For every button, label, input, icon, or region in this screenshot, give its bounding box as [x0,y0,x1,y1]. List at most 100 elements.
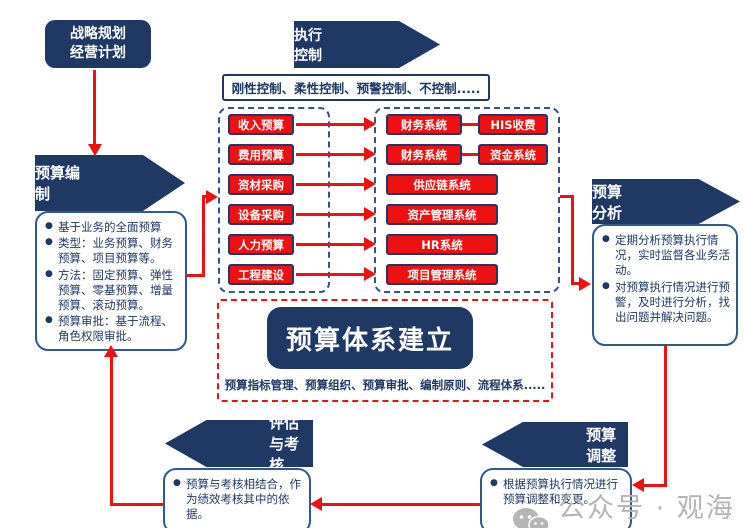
pair-link-line [462,153,478,156]
pair-link-line [462,123,478,126]
budget-item-revenue: 收入预算 [228,114,294,135]
system-label: HIS收费 [490,117,536,132]
budget-item-label: 设备采购 [238,207,284,222]
systems-container [374,107,560,293]
connector-line [321,503,480,506]
watermark: 公众号 · 观海日记 [512,486,744,528]
strategy-line1: 战略规划 [70,26,126,43]
list-item: ● 定期分析预算执行情况，实时监督各业务活动。 [602,233,730,279]
down-arrowhead-icon [88,144,102,156]
bullet-text: 类型：业务预算、财务预算、项目预算等。 [58,236,173,266]
list-item: ●对预算执行情况进行预警，及时进行分析，找出问题并解决问题。 [602,280,730,326]
budget-item-label: 费用预算 [238,147,284,162]
row-arrow-line [296,213,366,216]
bullet-icon: ● [45,315,53,326]
evaluation-node: 评估与考核 [165,420,313,467]
execution-control-label: 执行控制 [294,27,322,64]
connector-line [571,195,574,285]
connector-line [187,274,205,277]
bullet-icon: ● [602,234,610,244]
budget-adjustment-label: 预算调整 [586,425,617,465]
up-arrowhead-icon [104,345,118,357]
connector-line [202,195,208,198]
system-supply-chain: 供应链系统 [386,174,498,195]
budget-system-title-text: 预算体系建立 [285,325,454,356]
budget-item-equipment: 设备采购 [228,204,294,225]
right-arrowhead-icon [206,190,218,204]
list-item: ● 类型：业务预算、财务预算、项目预算等。 [45,236,179,266]
budget-system-container [217,299,553,402]
budget-item-label: 收入预算 [238,117,284,132]
bullet-text: 根据预算执行情况进行预算调整和变更。 [503,477,618,507]
system-label: 财务系统 [401,117,447,132]
system-hr: HR系统 [386,234,498,255]
system-label: 资产管理系统 [407,207,477,222]
system-his-fees: HIS收费 [478,114,548,135]
connector-line [643,484,667,487]
left-arrowhead-icon [310,497,322,511]
row-arrow-line [296,183,366,186]
bullet-text: 对预算执行情况进行预警，及时进行分析，找出问题并解决问题。 [615,279,730,324]
system-label: 项目管理系统 [407,267,477,282]
control-modes-node: 刚性控制、柔性控制、预警控制、不控制..... [222,74,490,101]
budget-adjustment-node: 预算调整 [482,422,628,467]
strategy-line2: 经营计划 [70,45,126,61]
connector-line [571,282,581,285]
connector-line [110,503,163,506]
list-item: ● 预算与考核相结合，作为绩效考核其中的依据。 [173,477,303,523]
evaluation-label: 评估与考核 [269,414,300,474]
system-label: 供应链系统 [413,177,471,192]
list-item: ● 根据预算执行情况进行预算调整和变更。 [490,477,624,507]
row-arrowhead-icon [364,147,376,161]
budget-items-container [218,107,330,293]
list-item: ●方法：固定预算、弹性预算、零基预算、增量预算、滚动预算。 [45,268,179,314]
wechat-icon [512,506,550,528]
budget-system-caption: 预算指标管理、预算组织、预算审批、编制原则、流程体系..... [220,377,550,393]
budget-analysis-details: ● 定期分析预算执行情况，实时监督各业务活动。 ●对预算执行情况进行预警，及时进行… [592,224,738,346]
row-arrowhead-icon [364,237,376,251]
connector-line [664,346,667,487]
budget-preparation-details: ●基于业务的全面预算 ● 类型：业务预算、财务预算、项目预算等。 ●方法：固定预算… [35,211,187,351]
budget-item-hr: 人力预算 [228,234,294,255]
system-label: HR系统 [421,237,463,252]
row-arrow-line [296,243,366,246]
bullet-text: 预算与考核相结合，作为绩效考核其中的依据。 [186,477,301,522]
budget-preparation-label: 预算编制 [35,164,81,203]
row-arrowhead-icon [364,207,376,221]
bullet-icon: ● [173,478,181,488]
row-arrow-line [296,273,366,276]
row-arrowhead-icon [364,117,376,131]
strategy-plan-node: 战略规划 经营计划 [45,20,151,68]
bullet-icon: ● [45,237,53,248]
connector-line [93,70,96,146]
connector-line [202,196,205,277]
budget-item-materials: 资材采购 [228,174,294,195]
row-arrowhead-icon [364,177,376,191]
list-item: ●基于业务的全面预算 [45,220,179,235]
system-label: 财务系统 [401,147,447,162]
system-project-mgmt: 项目管理系统 [386,264,498,285]
bullet-icon: ● [490,478,498,488]
bullet-icon: ● [45,221,53,231]
budget-system-title: 预算体系建立 [267,307,473,369]
budget-item-construction: 工程建设 [228,264,294,285]
evaluation-details: ● 预算与考核相结合，作为绩效考核其中的依据。 [163,468,311,528]
system-label: 资金系统 [490,147,536,162]
system-finance-2: 财务系统 [386,144,462,165]
list-item: ● 预算审批：基于流程、角色权限审批。 [45,314,179,344]
budget-preparation-node: 预算编制 [35,155,185,211]
row-arrow-line [296,153,366,156]
row-arrowhead-icon [364,267,376,281]
bullet-icon: ● [45,268,53,279]
budget-item-expense: 费用预算 [228,144,294,165]
bullet-text: 定期分析预算执行情况，实时监督各业务活动。 [615,233,730,278]
control-modes-label: 刚性控制、柔性控制、预警控制、不控制..... [231,81,481,96]
bullet-text: 预算审批：基于流程、角色权限审批。 [58,314,173,344]
row-arrow-line [296,123,366,126]
connector-line [110,355,113,506]
system-capital: 资金系统 [478,144,548,165]
system-asset-mgmt: 资产管理系统 [386,204,498,225]
budget-system-caption-text: 预算指标管理、预算组织、预算审批、编制原则、流程体系..... [224,378,546,392]
budget-analysis-node: 预算分析 [592,179,740,224]
left-arrowhead-icon [632,478,644,492]
